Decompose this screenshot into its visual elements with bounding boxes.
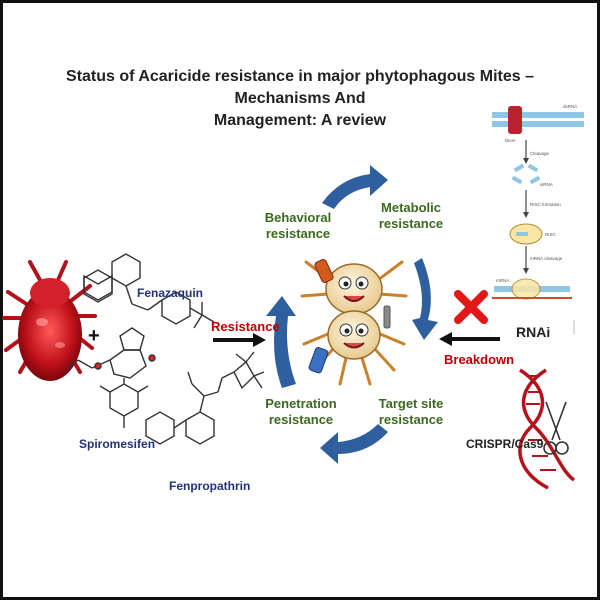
rnai-label: RNAi: [516, 324, 551, 340]
fenazaquin-label: Fenazaquin: [137, 286, 204, 300]
metabolic-line-1: Metabolic: [381, 200, 441, 215]
scissors-icon: [543, 401, 569, 455]
breakdown-arrow-label: Breakdown: [444, 352, 515, 367]
spiromesifen-label: Spiromesifen: [79, 437, 156, 451]
target-site-line-2: resistance: [378, 412, 444, 427]
resistance-arrow: [213, 333, 266, 347]
behavioral-line-2: resistance: [265, 226, 331, 241]
cycle-arrow-top: [322, 165, 388, 209]
behavioral-line-1: Behavioral: [264, 210, 332, 225]
cycle-arrow-right: [412, 258, 438, 340]
cycle-arrows: [266, 165, 438, 464]
rnai-pathway-icon: [492, 106, 584, 334]
rnai-step-label: mRNA: [496, 278, 509, 283]
cycle-arrow-bottom: [320, 424, 388, 464]
figure-title: Status of Acaricide resistance in major …: [40, 66, 560, 132]
rnai-step-label: siRNA: [540, 182, 553, 187]
resistance-arrow-label: Resistance: [211, 319, 280, 334]
title-line-2: Management: A review: [213, 112, 387, 129]
rnai-step-label: RISC: [545, 232, 557, 237]
behavioral-resistance-label: Behavioral resistance: [263, 210, 333, 242]
penetration-line-2: resistance: [268, 412, 334, 427]
penetration-resistance-label: Penetration resistance: [258, 396, 344, 428]
block-x-icon: [454, 290, 488, 324]
target-site-resistance-label: Target site resistance: [374, 396, 448, 428]
title-line-1: Status of Acaricide resistance in major …: [66, 68, 534, 107]
metabolic-line-2: resistance: [378, 216, 444, 231]
red-mite-icon: [2, 260, 97, 381]
rnai-step-label: dsRNA: [563, 104, 577, 109]
metabolic-resistance-label: Metabolic resistance: [376, 200, 446, 232]
rnai-step-label: RISC formation: [530, 202, 561, 207]
spiromesifen-structure: [65, 327, 156, 428]
penetration-line-1: Penetration: [265, 396, 337, 411]
dna-helix-icon: [518, 368, 576, 490]
fenpropathrin-structure: [145, 351, 265, 445]
target-site-line-1: Target site: [378, 396, 444, 411]
cycle-arrow-left: [266, 296, 296, 388]
rnai-step-label: mRNA cleavage: [530, 256, 563, 261]
fenpropathrin-label: Fenpropathrin: [169, 479, 251, 493]
rnai-step-label: Dicer: [505, 138, 516, 143]
plus-sign: +: [88, 325, 100, 347]
cartoon-mites-icon: [300, 258, 408, 386]
breakdown-arrow: [439, 332, 500, 346]
fenazaquin-structure: [83, 253, 215, 329]
crispr-label: CRISPR/Cas9: [466, 437, 544, 451]
rnai-step-label: Cleavage: [530, 151, 550, 156]
